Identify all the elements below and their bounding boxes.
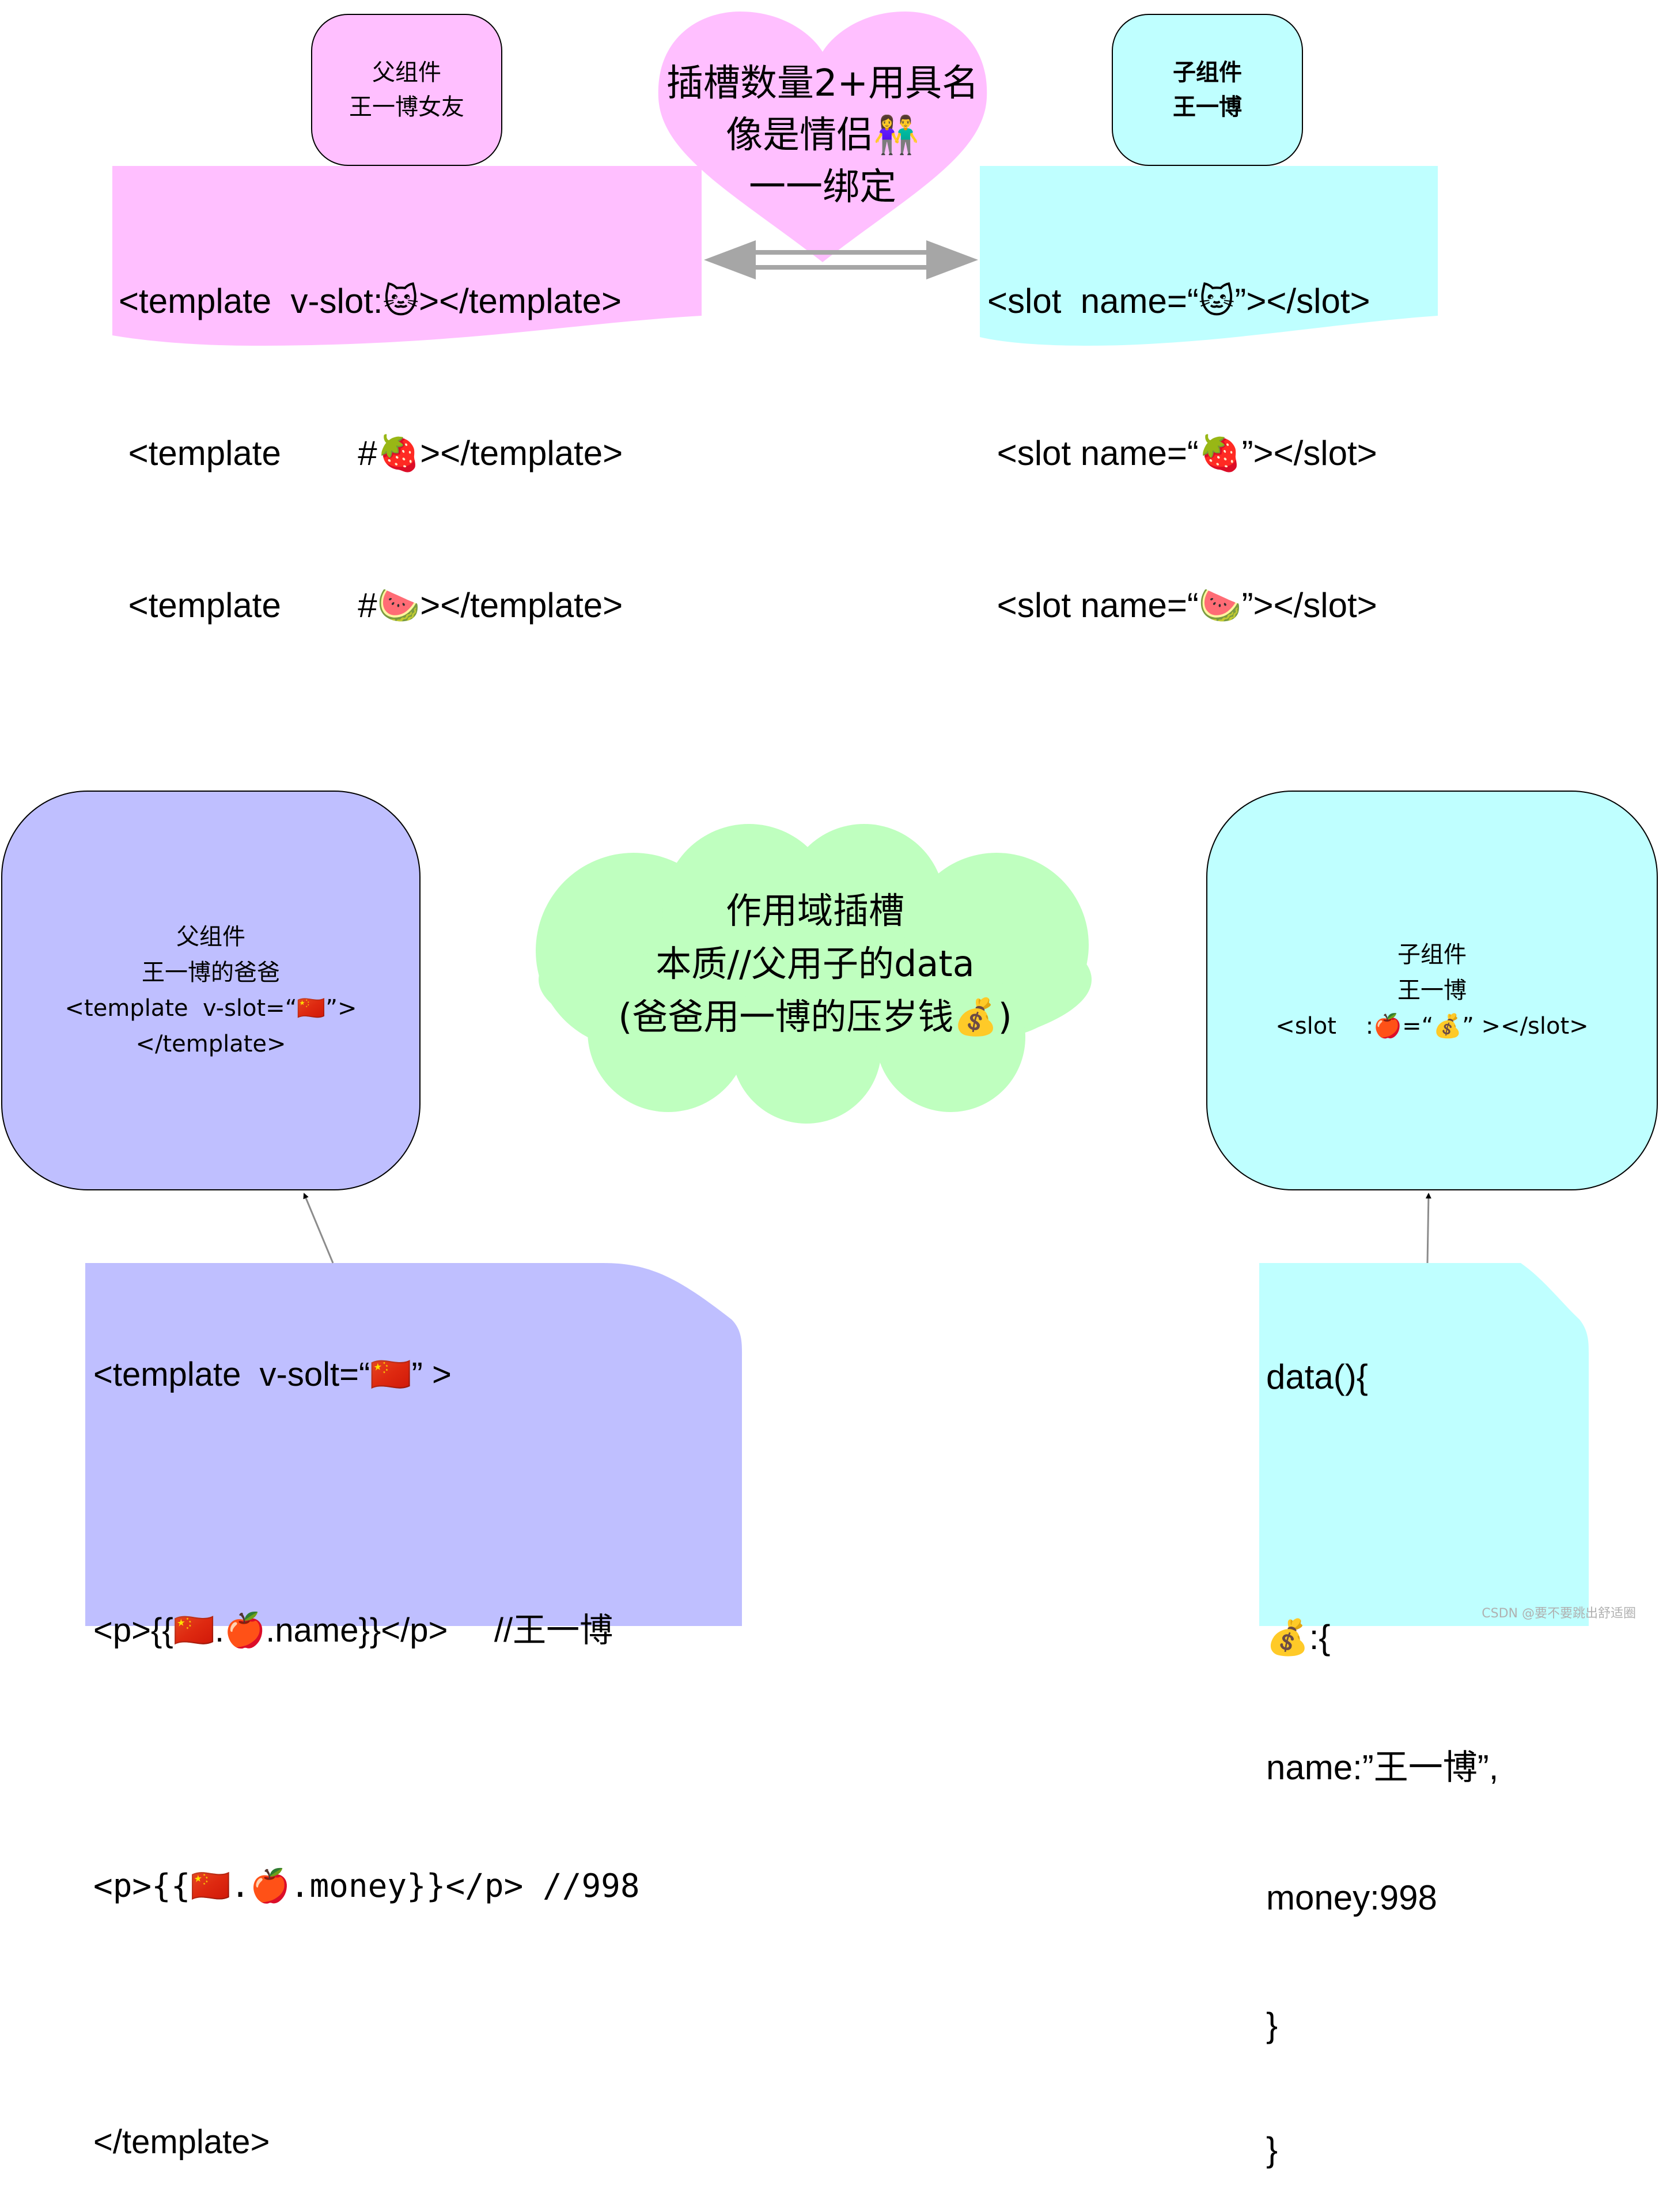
heart-line-3: 一一绑定 xyxy=(749,166,896,209)
heart-text: 插槽数量2+用具名 像是情侣👫 一一绑定 xyxy=(658,58,987,213)
top-parent-code-line-2: <template #🍓></template> xyxy=(119,434,623,472)
bottom-child-code-line-5: money:998 xyxy=(1266,1878,1437,1917)
bottom-parent-box-line-4: </template> xyxy=(135,1031,286,1057)
bottom-child-box-line-2: 王一博 xyxy=(1397,977,1467,1004)
bottom-parent-code-line-7: </template> xyxy=(93,2123,270,2161)
top-child-code-line-3: <slot name=“🍉”></slot> xyxy=(987,586,1377,625)
bottom-child-box-line-3: <slot :🍎=“💰” ></slot> xyxy=(1275,1013,1589,1039)
bottom-child-code-line-3: 💰:{ xyxy=(1266,1618,1331,1657)
top-parent-code-line-1: <template v-slot:🐱></template> xyxy=(119,282,622,320)
bottom-parent-box-line-3: <template v-slot=“🇨🇳”> xyxy=(65,995,357,1022)
top-child-box: 子组件 王一博 xyxy=(1112,14,1303,166)
double-arrow xyxy=(704,240,978,279)
heart-line-1: 插槽数量2+用具名 xyxy=(666,62,979,105)
bottom-parent-code: <template v-solt=“🇨🇳” > <p>{{🇨🇳.🍎.name}}… xyxy=(93,1272,640,2206)
bottom-child-box-line-1: 子组件 xyxy=(1397,941,1467,968)
bottom-parent-code-line-4 xyxy=(93,1733,640,1784)
cloud-shape xyxy=(536,824,1092,1124)
bottom-child-code-line-1: data(){ xyxy=(1266,1358,1368,1396)
top-parent-box-line-1: 父组件 xyxy=(372,59,441,86)
cloud-line-2: 本质//父用子的data xyxy=(656,943,975,985)
top-parent-box: 父组件 王一博女友 xyxy=(311,14,502,166)
bottom-child-code-line-7: } xyxy=(1266,2130,1278,2169)
bottom-child-code-line-6: } xyxy=(1266,2006,1278,2044)
diagram-canvas xyxy=(85,12,1589,1626)
top-child-box-line-2: 王一博 xyxy=(1173,94,1242,120)
bottom-parent-code-line-3: <p>{{🇨🇳.🍎.name}}</p> //王一博 xyxy=(93,1612,613,1649)
bottom-parent-code-line-1: <template v-solt=“🇨🇳” > xyxy=(93,1356,452,1393)
cloud-line-3: (爸爸用一博的压岁钱💰) xyxy=(618,996,1012,1038)
cloud-text: 作用域插槽 本质//父用子的data (爸爸用一博的压岁钱💰) xyxy=(539,884,1092,1043)
watermark: CSDN @要不要跳出舒适圈 xyxy=(1482,1606,1636,1621)
arrow-child xyxy=(1425,1193,1431,1264)
top-parent-code: <template v-slot:🐱></template> <template… xyxy=(119,175,623,682)
bottom-parent-box: 父组件 王一博的爸爸 <template v-slot=“🇨🇳”> </temp… xyxy=(1,791,421,1190)
bottom-child-code-line-4: name:”王一博”, xyxy=(1266,1748,1499,1787)
bottom-parent-code-line-6 xyxy=(93,1989,640,2040)
bottom-child-code: data(){ 💰:{ name:”王一博”, money:998 } } xyxy=(1266,1272,1498,2212)
top-child-code-line-2: <slot name=“🍓”></slot> xyxy=(987,434,1377,472)
heart-line-2: 像是情侣👫 xyxy=(726,114,919,157)
bottom-child-code-line-2 xyxy=(1266,1482,1498,1533)
bottom-parent-box-line-1: 父组件 xyxy=(176,924,245,950)
bottom-parent-box-line-2: 王一博的爸爸 xyxy=(142,959,280,986)
top-child-box-line-1: 子组件 xyxy=(1173,59,1242,86)
arrow-parent xyxy=(303,1193,334,1264)
bottom-child-code-shape xyxy=(1259,1263,1589,1626)
bottom-parent-code-line-2 xyxy=(93,1477,640,1528)
top-parent-box-line-2: 王一博女友 xyxy=(349,94,464,120)
top-child-code-shape xyxy=(980,166,1438,346)
bottom-child-box: 子组件 王一博 <slot :🍎=“💰” ></slot> xyxy=(1206,791,1658,1190)
bottom-parent-code-line-5: <p>{{🇨🇳.🍎.money}}</p> //998 xyxy=(93,1867,640,1905)
top-parent-code-line-3: <template #🍉></template> xyxy=(119,586,623,625)
top-child-code: <slot name=“🐱”></slot> <slot name=“🍓”></… xyxy=(987,175,1377,682)
bottom-parent-code-shape xyxy=(85,1263,743,1626)
top-child-code-line-1: <slot name=“🐱”></slot> xyxy=(987,282,1370,320)
heart-shape xyxy=(658,12,987,262)
top-parent-code-shape xyxy=(112,166,702,346)
cloud-line-1: 作用域插槽 xyxy=(725,890,904,932)
